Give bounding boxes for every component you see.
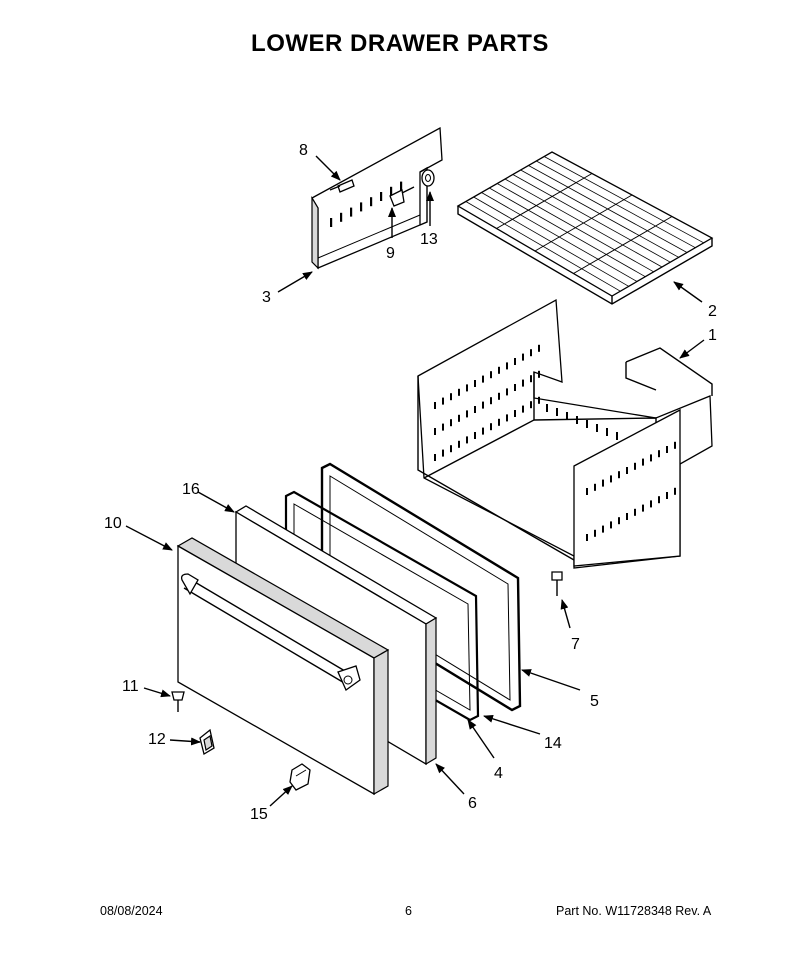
leader-7 (560, 599, 571, 629)
door-bracket-drawing (289, 763, 311, 791)
leader-3 (277, 271, 313, 293)
leader-lines (125, 155, 705, 807)
callout-numbers: 8 9 13 3 2 1 16 10 7 5 14 4 6 11 12 15 (104, 142, 717, 823)
callout-16: 16 (182, 481, 200, 498)
footer-page-number: 6 (405, 904, 412, 918)
drawer-screw-drawing (551, 571, 563, 596)
rear-bracket-drawing (311, 126, 443, 270)
callout-6: 6 (468, 795, 477, 812)
callout-8: 8 (299, 142, 308, 159)
callout-1: 1 (708, 327, 717, 344)
leader-2 (673, 281, 703, 303)
callout-13: 13 (420, 231, 438, 248)
leader-10 (125, 525, 173, 551)
leader-6 (435, 763, 465, 795)
callout-9: 9 (386, 245, 395, 262)
callout-3: 3 (262, 289, 271, 306)
leader-1 (679, 339, 705, 359)
callout-7: 7 (571, 636, 580, 653)
washer-drawing (421, 169, 435, 187)
leader-8 (315, 155, 341, 181)
callout-4: 4 (494, 765, 503, 782)
callout-15: 15 (250, 806, 268, 823)
callout-2: 2 (708, 303, 717, 320)
door-front-drawing (176, 537, 390, 796)
leader-4 (467, 719, 495, 759)
leader-11 (143, 687, 171, 698)
page-title: LOWER DRAWER PARTS (251, 30, 549, 57)
door-clip-drawing (199, 728, 215, 756)
footer-date: 08/08/2024 (100, 904, 163, 918)
callout-10: 10 (104, 515, 122, 532)
leader-12 (169, 737, 201, 746)
door-screw-drawing (171, 691, 185, 712)
leader-5 (521, 669, 581, 691)
callout-11: 11 (122, 678, 139, 695)
drawer-grille-tray-drawing (456, 151, 714, 305)
callout-12: 12 (148, 731, 166, 748)
bracket-screw-drawing (329, 179, 355, 193)
leader-15 (269, 785, 293, 807)
callout-5: 5 (590, 693, 599, 710)
callout-14: 14 (544, 735, 562, 752)
bracket-clip-drawing (389, 186, 415, 207)
drawer-body-drawing (417, 298, 713, 569)
leader-16 (197, 491, 235, 513)
footer-part-number: Part No. W11728348 Rev. A (556, 904, 712, 918)
leader-14 (483, 714, 541, 735)
